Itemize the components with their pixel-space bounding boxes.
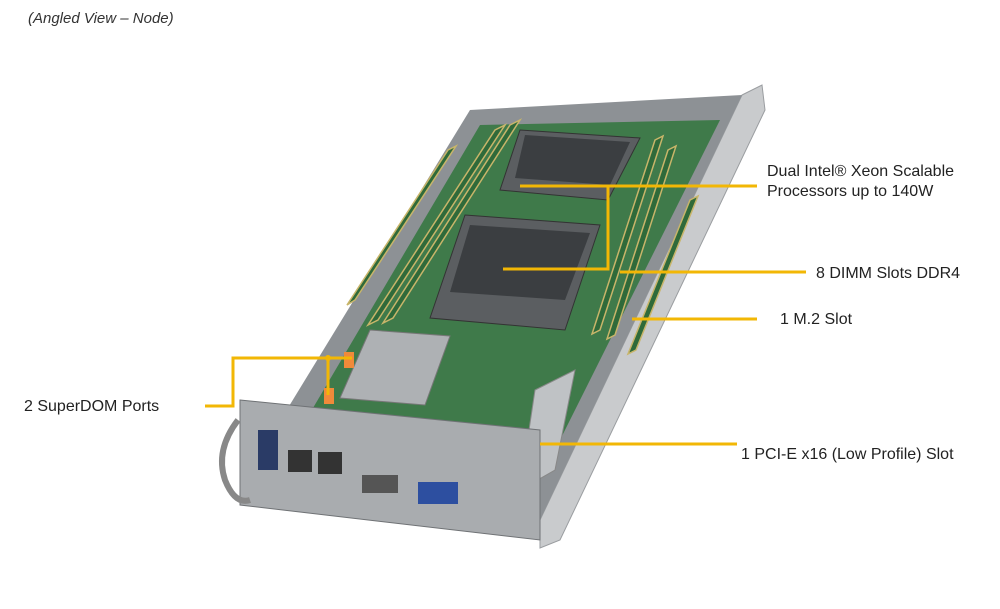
dimm-label: 8 DIMM Slots DDR4	[816, 265, 961, 282]
processors-label-line1: Dual Intel® Xeon Scalable	[767, 163, 955, 180]
lan-port-2	[318, 452, 342, 474]
dimm-modules-left	[346, 118, 523, 327]
lan-port-1	[288, 450, 312, 472]
view-caption: (Angled View – Node)	[28, 10, 174, 27]
pcie-label: 1 PCI-E x16 (Low Profile) Slot	[741, 446, 954, 463]
processors-label-line2: Processors up to 140W	[767, 183, 934, 200]
vga-port	[418, 482, 458, 504]
front-panel	[239, 399, 541, 541]
superdom-port-1	[344, 352, 354, 368]
superdom-label: 2 SuperDOM Ports	[24, 398, 160, 415]
serial-port	[362, 475, 398, 493]
node-handle	[219, 418, 251, 504]
processors-callout-branch	[503, 186, 610, 271]
superdom-port-2	[324, 388, 334, 404]
superdom-callout-line	[205, 356, 352, 408]
superdom-callout-dot	[325, 355, 331, 361]
m2-label: 1 M.2 Slot	[780, 311, 853, 328]
processors-label: Dual Intel® Xeon Scalable Processors up …	[767, 162, 954, 202]
callout-lines	[205, 184, 806, 446]
cpu-heatsinks	[429, 129, 641, 331]
usb-ports	[258, 430, 278, 470]
chipset-heatsink	[339, 329, 451, 406]
